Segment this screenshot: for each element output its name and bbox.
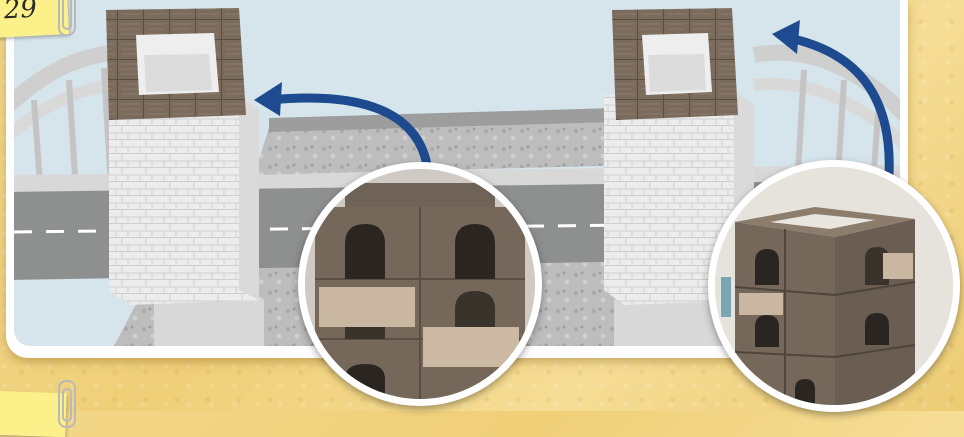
zoom-detail-right <box>708 160 960 412</box>
zoom-detail-left <box>298 162 542 406</box>
next-step-note <box>0 391 67 437</box>
step-number: 29 <box>3 0 38 25</box>
paperclip-icon <box>58 0 76 36</box>
arched-blocks-detail <box>305 169 535 399</box>
paperclip-icon <box>58 380 76 428</box>
tower-blocks-detail <box>715 167 953 405</box>
